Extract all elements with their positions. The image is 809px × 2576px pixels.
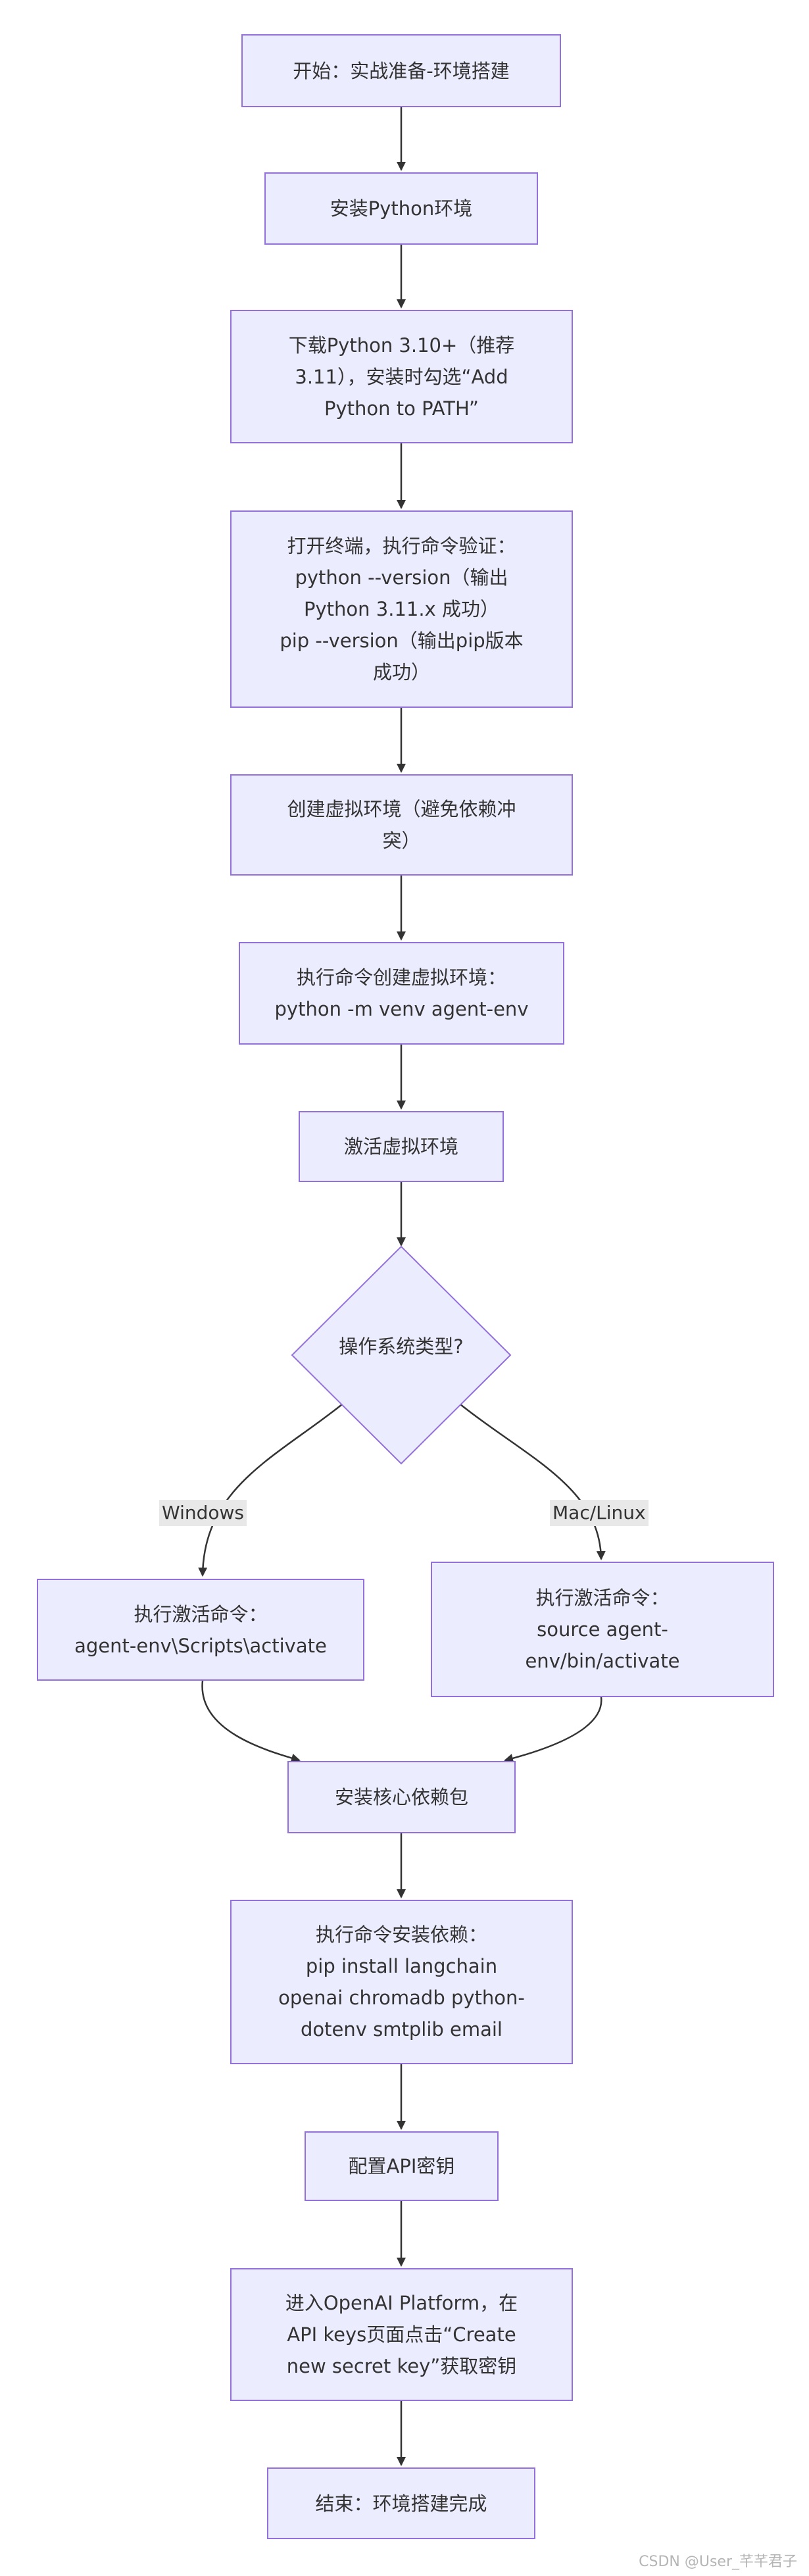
node-text-line: 执行命令创建虚拟环境：: [296, 966, 506, 989]
node-text-line: Python 3.11.x 成功）: [304, 598, 499, 620]
node-text-line: 执行激活命令：: [134, 1602, 268, 1625]
node-end: 结束：环境搭建完成: [267, 2467, 535, 2539]
node-text-line: 下载Python 3.10+（推荐: [288, 334, 515, 357]
node-install-deps: 安装核心依赖包: [287, 1761, 516, 1833]
decision-diamond: [291, 1245, 512, 1465]
node-install-python: 安装Python环境: [264, 172, 538, 245]
node-venv-command: 执行命令创建虚拟环境： python -m venv agent-env: [239, 942, 564, 1045]
node-get-key-text: 进入OpenAI Platform，在 API keys页面点击“Create …: [285, 2287, 518, 2382]
node-start-label: 开始：实战准备-环境搭建: [293, 59, 510, 82]
node-start: 开始：实战准备-环境搭建: [241, 34, 561, 107]
node-text-line: 创建虚拟环境（避免依赖冲: [287, 798, 516, 820]
node-text-line: dotenv smtplib email: [301, 2018, 503, 2041]
node-deps-command: 执行命令安装依赖： pip install langchain openai c…: [230, 1900, 573, 2064]
node-text-line: pip --version（输出pip版本: [280, 630, 524, 652]
node-verify-commands: 打开终端，执行命令验证： python --version（输出 Python …: [230, 510, 573, 708]
node-activate-venv-label: 激活虚拟环境: [343, 1135, 458, 1158]
edge-decision-to-unix: [460, 1404, 606, 1560]
node-text-line: 突）: [382, 830, 421, 852]
node-text-line: new secret key”获取密钥: [286, 2355, 517, 2377]
node-activate-windows-text: 执行激活命令： agent-env\Scripts\activate: [74, 1598, 327, 1662]
node-text-line: python --version（输出: [295, 566, 508, 589]
edge-label-mac-linux: Mac/Linux: [550, 1500, 649, 1526]
decision-os-text: 操作系统类型?: [339, 1335, 464, 1358]
edge-decision-to-windows: [198, 1404, 343, 1577]
node-install-deps-label: 安装核心依赖包: [334, 1786, 468, 1808]
node-text-line: 执行激活命令：: [535, 1587, 670, 1609]
decision-os-label: 操作系统类型?: [299, 1325, 503, 1365]
edge-label-windows-text: Windows: [162, 1502, 244, 1523]
node-text-line: API keys页面点击“Create: [287, 2323, 516, 2346]
node-config-api-label: 配置API密钥: [348, 2155, 455, 2177]
node-download-python-text: 下载Python 3.10+（推荐 3.11），安装时勾选“Add Python…: [289, 330, 515, 424]
edge-windows-to-deps: [201, 1680, 301, 1763]
node-create-venv: 创建虚拟环境（避免依赖冲 突）: [230, 774, 573, 876]
node-text-line: 执行命令安装依赖：: [315, 1923, 487, 1946]
node-install-python-label: 安装Python环境: [330, 197, 473, 220]
node-download-python: 下载Python 3.10+（推荐 3.11），安装时勾选“Add Python…: [230, 310, 573, 443]
node-venv-command-text: 执行命令创建虚拟环境： python -m venv agent-env: [275, 962, 529, 1025]
node-text-line: 打开终端，执行命令验证：: [287, 535, 516, 557]
node-text-line: pip install langchain: [305, 1955, 498, 1977]
node-text-line: python -m venv agent-env: [274, 998, 529, 1020]
node-text-line: 成功）: [372, 661, 430, 683]
watermark: CSDN @User_芊芊君子: [639, 2550, 797, 2571]
watermark-text: CSDN @User_芊芊君子: [639, 2554, 797, 2570]
edge-label-mac-linux-text: Mac/Linux: [552, 1502, 646, 1523]
edge-unix-to-deps: [504, 1697, 602, 1763]
node-deps-command-text: 执行命令安装依赖： pip install langchain openai c…: [278, 1919, 525, 2045]
node-activate-unix-text: 执行激活命令： source agent- env/bin/activate: [525, 1582, 679, 1677]
node-activate-unix: 执行激活命令： source agent- env/bin/activate: [431, 1562, 774, 1697]
node-verify-commands-text: 打开终端，执行命令验证： python --version（输出 Python …: [280, 530, 523, 688]
node-text-line: 3.11），安装时勾选“Add: [295, 365, 508, 388]
node-text-line: env/bin/activate: [525, 1650, 680, 1672]
node-text-line: source agent-: [537, 1618, 668, 1641]
node-text-line: Python to PATH”: [324, 397, 479, 420]
node-end-label: 结束：环境搭建完成: [315, 2492, 487, 2515]
node-activate-windows: 执行激活命令： agent-env\Scripts\activate: [37, 1579, 364, 1681]
node-text-line: openai chromadb python-: [278, 1987, 525, 2009]
node-config-api: 配置API密钥: [305, 2131, 499, 2201]
edge-label-windows: Windows: [159, 1500, 247, 1526]
node-activate-venv: 激活虚拟环境: [299, 1111, 504, 1182]
node-text-line: 进入OpenAI Platform，在: [285, 2292, 518, 2314]
node-get-key: 进入OpenAI Platform，在 API keys页面点击“Create …: [230, 2268, 573, 2401]
node-create-venv-text: 创建虚拟环境（避免依赖冲 突）: [287, 793, 516, 856]
node-text-line: agent-env\Scripts\activate: [74, 1634, 327, 1657]
